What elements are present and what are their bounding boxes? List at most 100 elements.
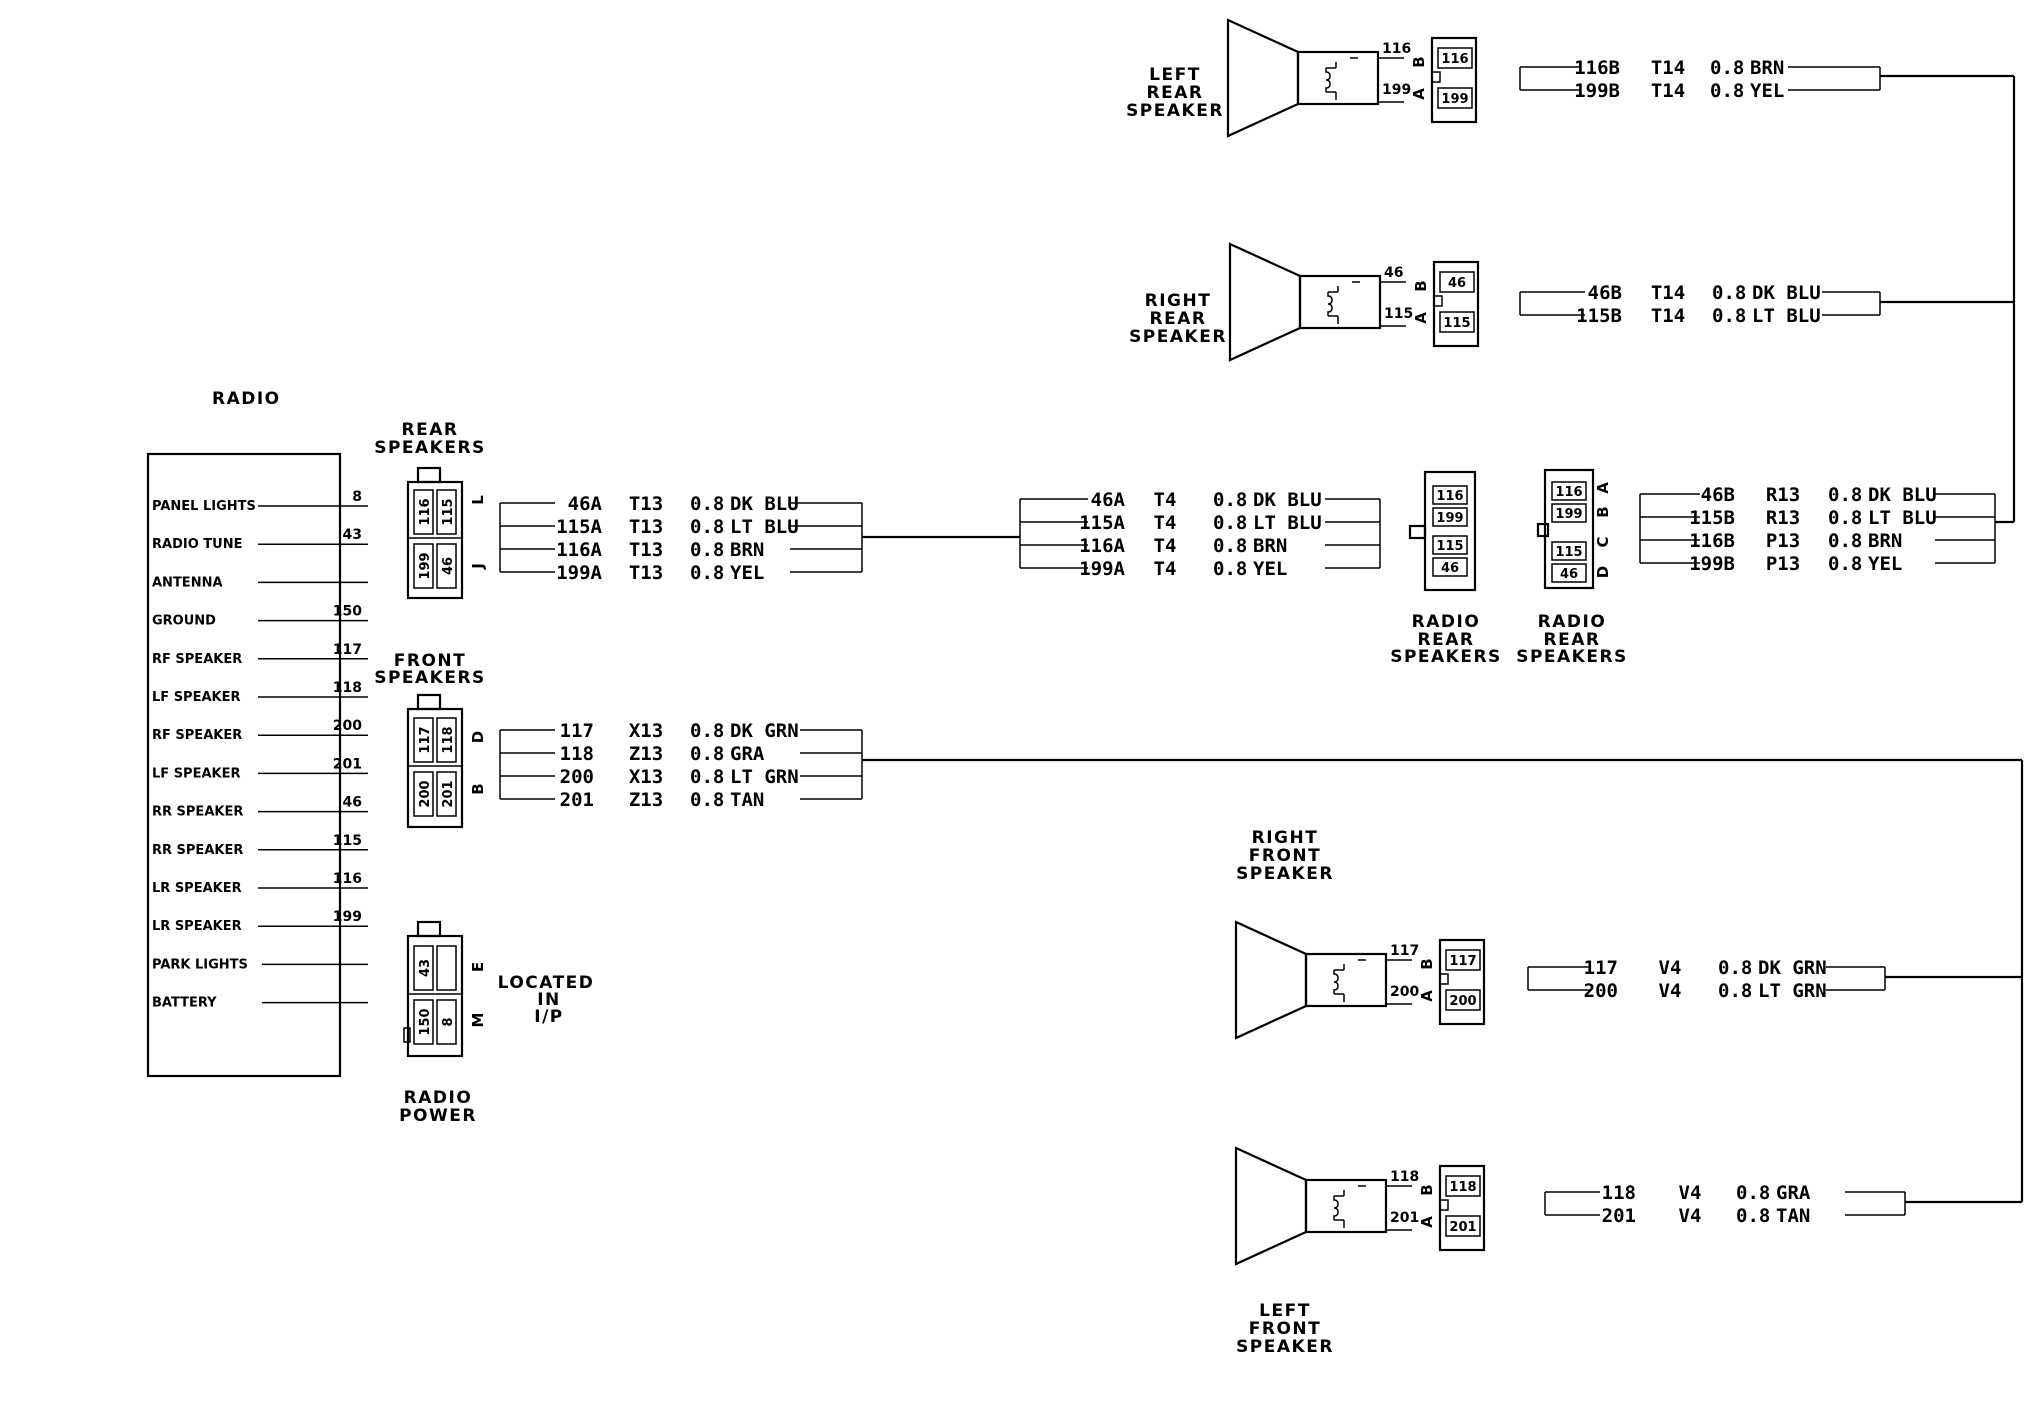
radio-rear-speakers-1-latch — [1408, 524, 1427, 540]
rear-speakers-latch — [416, 466, 442, 484]
radio-pin-label: RR SPEAKER — [152, 843, 243, 858]
radio-power-label-1: RADIO — [404, 1088, 473, 1108]
radio-pin-wire-number: 201 — [333, 756, 362, 772]
wire-gauge: 0.8 — [1213, 558, 1247, 580]
wire-code: T14 — [1651, 80, 1685, 102]
wire-gauge: 0.8 — [690, 720, 724, 742]
speaker-body — [1304, 952, 1388, 1008]
wire-code: V4 — [1659, 957, 1682, 979]
radio-rear-speakers-1-cell-199: 199 — [1436, 511, 1463, 526]
radio-power-side-e: E — [469, 962, 487, 972]
wire-color: LT GRN — [1758, 980, 1827, 1002]
radio-power-label-2: POWER — [399, 1106, 477, 1126]
wire-code: T14 — [1651, 305, 1685, 327]
radio-power-cell — [436, 999, 457, 1045]
wire-gauge: 0.8 — [1710, 80, 1744, 102]
wire-code: T4 — [1154, 535, 1177, 557]
radio-pin-wire-number: 116 — [333, 871, 362, 887]
radio-power-cell — [436, 945, 457, 991]
wire-code: T13 — [629, 516, 663, 538]
speaker-coil-icon — [1325, 68, 1331, 92]
wire-code: P13 — [1766, 553, 1800, 575]
rear-speakers-cell — [413, 543, 434, 589]
speaker-wire-number: 116 — [1382, 41, 1411, 57]
radio-pin-label: RADIO TUNE — [152, 537, 242, 552]
wire-circuit: 199B — [1574, 80, 1620, 102]
rear-speakers-cell-46: 46 — [441, 557, 456, 575]
wire-color: GRA — [730, 743, 765, 765]
front-speakers-body — [406, 707, 464, 829]
wire-code: Z13 — [629, 743, 663, 765]
wire-color: LT GRN — [730, 766, 799, 788]
front-speakers-cell-117: 117 — [418, 726, 433, 753]
speaker-coil-icon — [1333, 1196, 1339, 1220]
wire-color: DK BLU — [1253, 489, 1322, 511]
radio-power-body — [406, 934, 464, 1058]
radio-pin-label: LR SPEAKER — [152, 881, 242, 896]
wire-gauge: 0.8 — [1736, 1182, 1770, 1204]
wire-gauge: 0.8 — [1213, 512, 1247, 534]
radio-power-latch — [416, 920, 442, 938]
rear-speakers-side-l: L — [469, 495, 487, 505]
radio-pin-wire-number: 199 — [333, 909, 362, 925]
wire-color: DK BLU — [730, 493, 799, 515]
rear-speakers-label-1: REAR — [402, 420, 459, 440]
rear-speakers-cell — [413, 489, 434, 535]
wire-color: DK BLU — [1752, 282, 1821, 304]
speaker-pin-letter: B — [1410, 56, 1428, 67]
wire-code: X13 — [629, 766, 663, 788]
speaker-connector-cell: 201 — [1449, 1220, 1476, 1235]
front-speakers-cell — [413, 771, 434, 817]
radio-pin-wire-number: 8 — [352, 489, 362, 505]
rear-speakers-cell-115: 115 — [441, 498, 456, 525]
wire-color: YEL — [1868, 553, 1902, 575]
speaker-body — [1298, 274, 1382, 330]
wire-gauge: 0.8 — [1213, 535, 1247, 557]
rear-speakers-cell — [436, 543, 457, 589]
located-label-3: I/P — [534, 1007, 564, 1027]
wire-circuit: 46A — [568, 493, 603, 515]
radio-rear-speakers-1-label-3: SPEAKERS — [1390, 647, 1502, 667]
wire-circuit: 117 — [1584, 957, 1618, 979]
wire-code: V4 — [1679, 1205, 1702, 1227]
wire-circuit: 116A — [1079, 535, 1125, 557]
wire-circuit: 200 — [1584, 980, 1618, 1002]
wire-gauge: 0.8 — [1213, 489, 1247, 511]
wire-circuit: 116B — [1689, 530, 1735, 552]
speaker-cone — [1228, 242, 1302, 362]
speaker-cone — [1234, 1146, 1308, 1266]
radio-power-cell-150: 150 — [418, 1008, 433, 1035]
speaker-wire-number: 201 — [1390, 1210, 1419, 1226]
speaker-label: FRONT — [1249, 1319, 1321, 1339]
radio-rear-speakers-2-cell-116: 116 — [1555, 485, 1582, 500]
radio-pin-wire-number: 46 — [343, 795, 362, 811]
wire-color: LT BLU — [1868, 507, 1937, 529]
front-speakers-side-d: D — [469, 731, 487, 743]
wire-gauge: 0.8 — [1712, 282, 1746, 304]
radio-pin-wire-number: 118 — [333, 680, 362, 696]
radio-rear-speakers-1-cell-46: 46 — [1441, 561, 1459, 576]
wire-code: T4 — [1154, 489, 1177, 511]
wire-gauge: 0.8 — [690, 493, 724, 515]
speaker-connector-cell: 117 — [1449, 954, 1476, 969]
wire-color: LT BLU — [1253, 512, 1322, 534]
radio-power-cell-8: 8 — [441, 1017, 456, 1026]
wire-color: LT BLU — [730, 516, 799, 538]
speaker-wire-number: 115 — [1384, 306, 1413, 322]
wire-color: GRA — [1776, 1182, 1811, 1204]
front-speakers-cell — [436, 717, 457, 763]
wire-circuit: 116A — [556, 539, 602, 561]
wire-color: TAN — [1776, 1205, 1810, 1227]
radio-rear-speakers-1-label-1: RADIO — [1412, 612, 1481, 632]
wire-code: T14 — [1651, 57, 1685, 79]
front-speakers-cell-118: 118 — [441, 726, 456, 753]
speaker-pin-letter: A — [1418, 1216, 1436, 1228]
